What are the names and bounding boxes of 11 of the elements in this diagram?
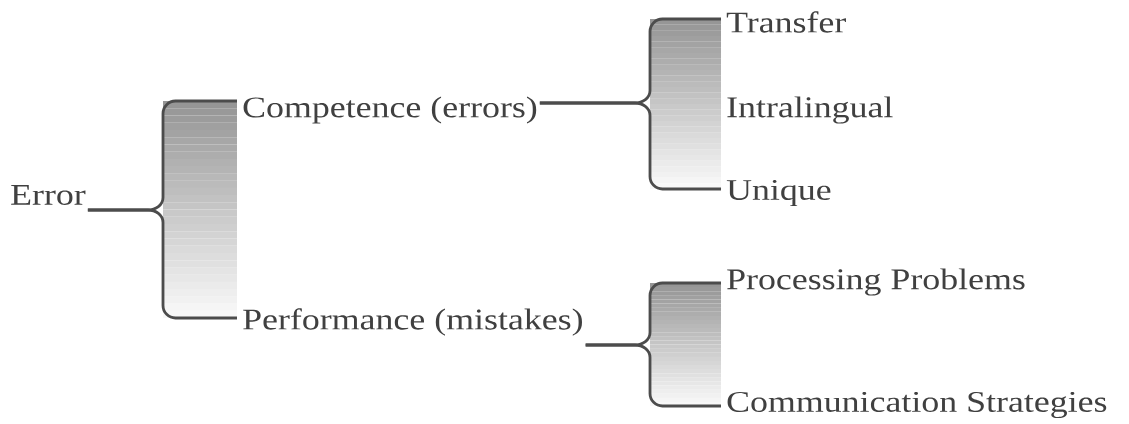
label-text: Intralingual [727, 96, 893, 124]
brace-arm [585, 343, 721, 408]
label-text: Unique [726, 179, 831, 207]
brace-arm [539, 101, 721, 191]
label-text: Error [11, 185, 86, 205]
label-text: Transfer [726, 11, 846, 33]
label-text: Communication Strategies [727, 391, 1107, 419]
label-text: Performance (mistakes) [243, 308, 582, 336]
brace-arm [87, 208, 237, 320]
label-text: Competence (errors) [243, 96, 537, 124]
label-text: Processing Problems [727, 268, 1025, 296]
